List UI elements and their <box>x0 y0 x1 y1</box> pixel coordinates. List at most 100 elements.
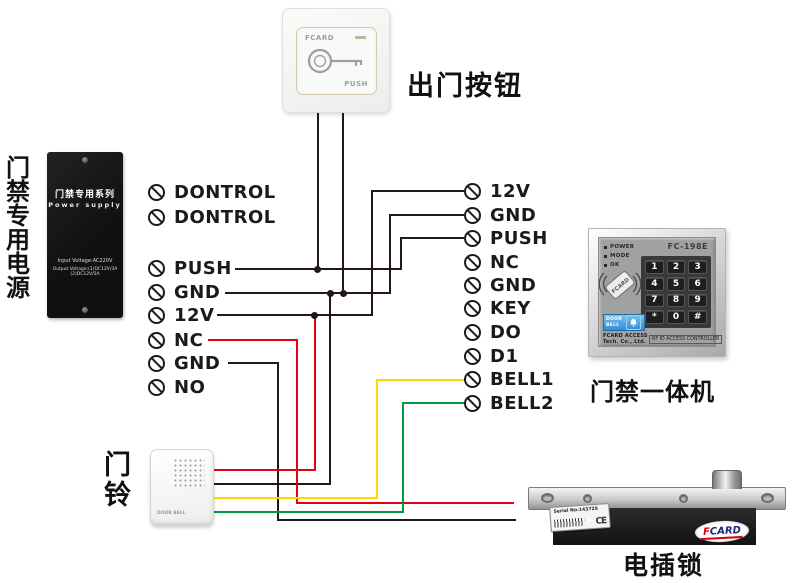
keypad-key: 3 <box>688 260 707 274</box>
terminal-icon <box>148 284 165 301</box>
terminal-icon <box>464 230 481 247</box>
keypad-key: 7 <box>645 293 664 308</box>
power-supply-side-label: 门禁专用电源 <box>6 154 30 302</box>
led-dot-icon <box>604 245 607 249</box>
terminal-icon <box>464 371 481 388</box>
wire-12v-right <box>371 190 464 192</box>
power-supply-input: Input Voltage:AC220V <box>57 258 113 264</box>
terminal-left-12v: 12V <box>148 305 214 326</box>
junction-dot <box>311 312 318 319</box>
terminal-icon <box>464 183 481 200</box>
keypad-key: 5 <box>666 276 686 291</box>
terminal-right-12v: 12V <box>464 181 530 202</box>
screw-hole-icon <box>761 493 774 503</box>
keypad-key: 8 <box>666 293 686 308</box>
doorbell-device-text: DOOR BELL <box>157 511 186 516</box>
doorbell-device: DOOR BELL <box>150 449 214 524</box>
screw-icon <box>82 307 88 313</box>
doorbell-label: 门铃 <box>104 450 131 511</box>
terminal-icon <box>148 379 165 396</box>
wire-bell1-stub <box>376 379 464 381</box>
wire-exit-to-push <box>317 111 319 270</box>
lock-serial-label: Serial No:143725 CE <box>549 502 611 533</box>
keypad-label: 门禁一体机 <box>590 378 715 406</box>
wire-12v-vert <box>371 190 373 316</box>
exit-button-led <box>355 36 366 39</box>
keypad-key: 2 <box>666 260 686 274</box>
wire-bell2-horiz <box>212 511 404 513</box>
terminal-icon <box>464 348 481 365</box>
terminal-left-nc: NC <box>148 330 203 351</box>
exit-button-label: 出门按钮 <box>407 71 523 102</box>
keypad-key: 9 <box>688 293 707 308</box>
exit-button-panel: FCARD PUSH <box>296 27 377 95</box>
keypad-key: 1 <box>645 260 664 274</box>
power-supply-output: Output Voltage:(1)DC12V/3A (2)DC12V/5A <box>52 267 118 277</box>
bell-icon <box>626 315 641 330</box>
wire-exit-to-gnd <box>342 111 344 294</box>
terminal-left-gnd: GND <box>148 282 220 303</box>
wire-gnd-right <box>389 214 464 216</box>
terminal-right-d1: D1 <box>464 346 518 367</box>
keypad-device: FC-198E POWER MODE OK 1 2 3 4 5 6 7 8 9 … <box>588 228 726 357</box>
power-led: POWER <box>604 244 634 250</box>
keypad-face: FC-198E POWER MODE OK 1 2 3 4 5 6 7 8 9 … <box>598 237 723 347</box>
keypad-key: * <box>645 310 664 324</box>
terminal-icon <box>148 355 165 372</box>
terminal-icon <box>464 207 481 224</box>
wire-gnd-left <box>225 292 391 294</box>
keypad-key: 0 <box>666 310 686 324</box>
wire-nc-vert <box>296 339 298 504</box>
wire-bell1-horiz <box>212 497 378 499</box>
wire-gnd-vert <box>389 214 391 294</box>
wire-bell1-vert <box>376 379 378 499</box>
barcode-icon <box>554 517 585 528</box>
doorbell-button: DOOR BELL <box>603 314 645 331</box>
terminal-right-gnd: GND <box>464 205 536 226</box>
led-dot-icon <box>604 254 607 258</box>
wire-push-right <box>400 237 464 239</box>
ok-led: OK <box>604 262 620 268</box>
power-supply-name: Power supply <box>48 201 122 209</box>
wire-bell2-stub <box>402 402 464 404</box>
terminal-right-gnd2: GND <box>464 275 536 296</box>
terminal-right-bell1: BELL1 <box>464 369 554 390</box>
terminal-right-push: PUSH <box>464 228 548 249</box>
terminal-left-gnd2: GND <box>148 353 220 374</box>
screw-icon <box>82 157 88 163</box>
screw-hole-icon <box>541 493 554 503</box>
keypad-key-panel: 1 2 3 4 5 6 7 8 9 * 0 # <box>641 256 711 328</box>
wire-doorbell-gnd-horiz <box>212 483 331 485</box>
terminal-right-do: DO <box>464 322 521 343</box>
terminal-icon <box>148 332 165 349</box>
terminal-icon <box>148 209 165 226</box>
power-supply-device: 门禁专用系列 Power supply Input Voltage:AC220V… <box>47 152 123 318</box>
keypad-model: FC-198E <box>667 242 708 251</box>
keypad-controller-text: RF ID ACCESS CONTROLLER <box>649 335 723 344</box>
terminal-icon <box>464 254 481 271</box>
wire-doorbell-gnd-vert <box>329 293 331 485</box>
wire-push-vert <box>400 237 402 270</box>
power-supply-series: 门禁专用系列 <box>54 190 115 200</box>
wire-lock-gnd-vert <box>277 362 279 521</box>
wire-doorbell-12v-horiz <box>212 469 316 471</box>
junction-dot <box>314 266 321 273</box>
lock-label: 电插锁 <box>623 551 705 580</box>
lock-bolt <box>712 470 742 489</box>
terminal-icon <box>464 324 481 341</box>
terminal-icon <box>464 395 481 412</box>
wire-doorbell-12v-vert <box>314 315 316 471</box>
terminal-icon <box>148 260 165 277</box>
mode-led: MODE <box>604 253 630 259</box>
junction-dot <box>340 290 347 297</box>
junction-dot <box>327 290 334 297</box>
exit-button-device: FCARD PUSH <box>282 8 390 113</box>
terminal-left-dontrol-1: DONTROL <box>148 182 276 203</box>
wire-12v-left <box>217 314 373 316</box>
led-dot-icon <box>604 263 607 267</box>
keypad-key: 4 <box>645 276 664 291</box>
doorbell-button-label: DOOR BELL <box>606 317 623 328</box>
terminal-right-bell2: BELL2 <box>464 393 554 414</box>
speaker-holes-icon <box>173 458 205 488</box>
